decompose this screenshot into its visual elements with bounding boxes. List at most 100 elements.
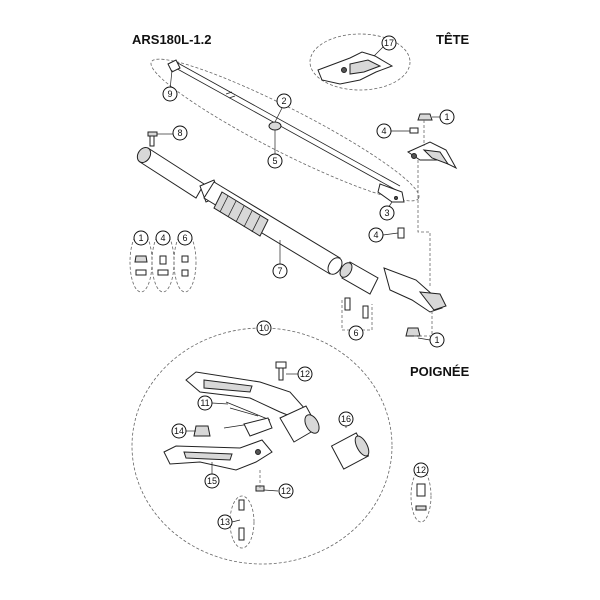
svg-text:11: 11 bbox=[200, 398, 209, 408]
callout-8: 8 bbox=[172, 125, 188, 141]
upper-tube-end bbox=[136, 147, 152, 163]
callout-4a: 4 bbox=[376, 123, 392, 139]
screw-8-head bbox=[147, 131, 158, 137]
svg-text:1: 1 bbox=[434, 335, 439, 345]
spare-12-group bbox=[410, 469, 432, 523]
screw-13-b bbox=[238, 527, 245, 541]
head-dash-link-a bbox=[417, 160, 431, 286]
lever-pivot bbox=[255, 449, 261, 455]
rod-break-mark-b bbox=[228, 95, 236, 99]
svg-text:4: 4 bbox=[381, 126, 386, 136]
svg-text:17: 17 bbox=[384, 38, 394, 48]
grip-rib-2 bbox=[227, 200, 237, 218]
leader-17 bbox=[373, 45, 385, 57]
pull-rod-group bbox=[150, 58, 420, 203]
callouts: 17 9 2 5 3 8 4 1 4 7 6 1 1 4 6 10 12 11 … bbox=[133, 35, 455, 530]
rod-end-hole bbox=[394, 196, 398, 200]
callout-11: 11 bbox=[197, 395, 213, 411]
callout-7: 7 bbox=[272, 263, 288, 279]
coupler-pins-group bbox=[341, 297, 373, 331]
spare-12-pin bbox=[416, 483, 426, 497]
pull-rod-line-a bbox=[171, 65, 397, 191]
svg-text:16: 16 bbox=[341, 414, 351, 424]
callout-4c: 4 bbox=[155, 230, 171, 246]
blade-detail-inner bbox=[349, 59, 382, 75]
blade-pivot bbox=[411, 153, 417, 159]
rivet-12-shaft bbox=[278, 367, 284, 381]
screw-13-a bbox=[238, 499, 245, 511]
svg-text:12: 12 bbox=[300, 369, 310, 379]
callout-2: 2 bbox=[276, 93, 292, 109]
blade-inner bbox=[422, 149, 450, 166]
svg-text:4: 4 bbox=[373, 230, 378, 240]
handle-label: POIGNÉE bbox=[410, 364, 470, 379]
head-nut-top bbox=[417, 113, 433, 121]
grip-rib-4 bbox=[243, 210, 253, 228]
callout-1c: 1 bbox=[133, 230, 149, 246]
grip-rib-1 bbox=[219, 195, 229, 213]
screw-8-body bbox=[149, 135, 155, 147]
spare-pin-6b bbox=[181, 269, 189, 277]
svg-text:1: 1 bbox=[444, 112, 449, 122]
spare-washer-4 bbox=[157, 269, 169, 276]
spare-washer-1 bbox=[135, 269, 147, 276]
rod-break-mark-a bbox=[225, 91, 233, 95]
svg-text:5: 5 bbox=[272, 156, 277, 166]
callout-6a: 6 bbox=[177, 230, 193, 246]
svg-text:4: 4 bbox=[160, 233, 165, 243]
leader-1b bbox=[417, 337, 431, 341]
svg-text:14: 14 bbox=[174, 426, 184, 436]
spare-pin-6a bbox=[181, 255, 189, 263]
callout-15: 15 bbox=[204, 473, 220, 489]
callout-12a: 12 bbox=[297, 366, 313, 382]
callout-13: 13 bbox=[217, 514, 233, 530]
callout-17: 17 bbox=[381, 35, 397, 51]
callout-14: 14 bbox=[171, 423, 187, 439]
handle-group-outline bbox=[131, 327, 393, 565]
svg-text:13: 13 bbox=[220, 517, 230, 527]
coupler-end bbox=[339, 262, 353, 278]
callout-3: 3 bbox=[379, 205, 395, 221]
spare-12-washer bbox=[415, 505, 427, 511]
sleeve-16-end bbox=[354, 435, 370, 457]
leader-4b bbox=[382, 232, 399, 236]
callout-12c: 12 bbox=[413, 462, 429, 478]
rivet-12-top bbox=[275, 361, 287, 369]
head-detail-outline bbox=[309, 33, 411, 91]
svg-text:1: 1 bbox=[138, 233, 143, 243]
grip-rib-5 bbox=[251, 215, 261, 233]
upper-handle-slot bbox=[203, 379, 253, 393]
svg-text:15: 15 bbox=[207, 476, 217, 486]
pull-rod-outline bbox=[150, 58, 420, 202]
svg-text:6: 6 bbox=[353, 328, 358, 338]
callout-1b: 1 bbox=[429, 332, 445, 348]
lower-lever-inner bbox=[183, 451, 233, 461]
coupler-pin-a bbox=[344, 297, 351, 311]
head-bolt-bottom bbox=[405, 327, 421, 337]
grip-ribbing bbox=[213, 191, 269, 237]
detail-pivot bbox=[341, 67, 347, 73]
head-assembly bbox=[339, 113, 458, 337]
handle-sleeve-end bbox=[304, 414, 320, 434]
grip-rib-3 bbox=[235, 205, 245, 223]
head-washer-top bbox=[409, 127, 419, 134]
spare-12-outline bbox=[410, 469, 432, 523]
svg-text:12: 12 bbox=[281, 486, 291, 496]
svg-text:8: 8 bbox=[177, 128, 182, 138]
svg-text:2: 2 bbox=[281, 96, 286, 106]
svg-text:7: 7 bbox=[277, 266, 282, 276]
svg-text:10: 10 bbox=[259, 323, 269, 333]
grip-tube-end bbox=[327, 257, 343, 275]
spare-nut-1 bbox=[134, 255, 148, 263]
svg-text:9: 9 bbox=[167, 89, 172, 99]
callout-4b: 4 bbox=[368, 227, 384, 243]
screw-8 bbox=[147, 131, 158, 147]
head-detail-group bbox=[309, 33, 411, 91]
coupler-pin-b bbox=[362, 305, 369, 319]
rod-bushing bbox=[268, 121, 282, 131]
pull-rod-line-b bbox=[175, 61, 401, 187]
leader-12b bbox=[263, 489, 279, 492]
spare-screw-4 bbox=[159, 255, 167, 265]
head-jaw bbox=[418, 291, 447, 311]
